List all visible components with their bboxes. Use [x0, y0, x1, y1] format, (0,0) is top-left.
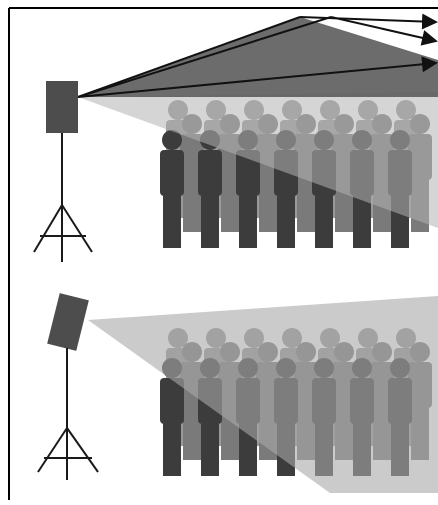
- speaker-cabinet-top: [46, 81, 78, 133]
- panel-upright: [34, 17, 438, 262]
- stand-leg-right-bottom: [67, 428, 98, 472]
- sound-beam-wide: [88, 296, 438, 493]
- panel-tilted: [38, 293, 438, 493]
- stand-leg-left-bottom: [38, 428, 67, 472]
- stand-leg-right-top: [62, 205, 92, 252]
- speaker-cabinet-bottom: [47, 293, 89, 351]
- stand-leg-left-top: [34, 205, 62, 252]
